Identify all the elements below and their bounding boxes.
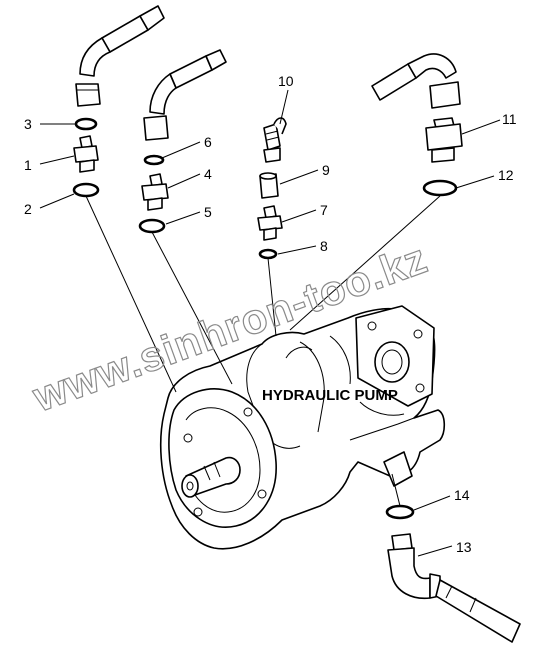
callout-6: 6 (204, 134, 212, 150)
pump-title: HYDRAULIC PUMP (262, 387, 398, 404)
callout-12: 12 (498, 167, 514, 183)
hose-left (75, 5, 165, 107)
fitting-1 (73, 135, 99, 173)
o-ring-8 (258, 248, 278, 260)
fitting-11 (425, 117, 463, 163)
hose-middle (143, 49, 227, 141)
o-ring-5 (138, 218, 166, 234)
adapter-9 (259, 172, 279, 199)
hydraulic-pump (159, 305, 446, 550)
callout-2: 2 (24, 201, 32, 217)
fitting-4 (141, 173, 169, 211)
elbow-13 (387, 533, 521, 643)
o-ring-14 (385, 504, 415, 520)
o-ring-2 (72, 182, 100, 198)
callout-4: 4 (204, 166, 212, 182)
fitting-7 (257, 205, 283, 241)
callout-10: 10 (278, 73, 294, 89)
callout-7: 7 (320, 202, 328, 218)
callout-11: 11 (502, 111, 517, 127)
callout-1: 1 (24, 157, 32, 173)
o-ring-6 (143, 154, 165, 166)
callout-5: 5 (204, 204, 212, 220)
o-ring-3 (74, 117, 98, 131)
callout-13: 13 (456, 539, 472, 555)
hose-right (371, 53, 461, 109)
callout-labels: 1 2 3 4 5 6 7 8 9 10 11 12 13 14 (24, 73, 517, 555)
sensor-10 (263, 117, 287, 163)
callout-9: 9 (322, 162, 330, 178)
callout-14: 14 (454, 487, 470, 503)
leader-lines (39, 89, 501, 557)
callout-8: 8 (320, 238, 328, 254)
o-ring-12 (422, 179, 458, 197)
callout-3: 3 (24, 116, 32, 132)
